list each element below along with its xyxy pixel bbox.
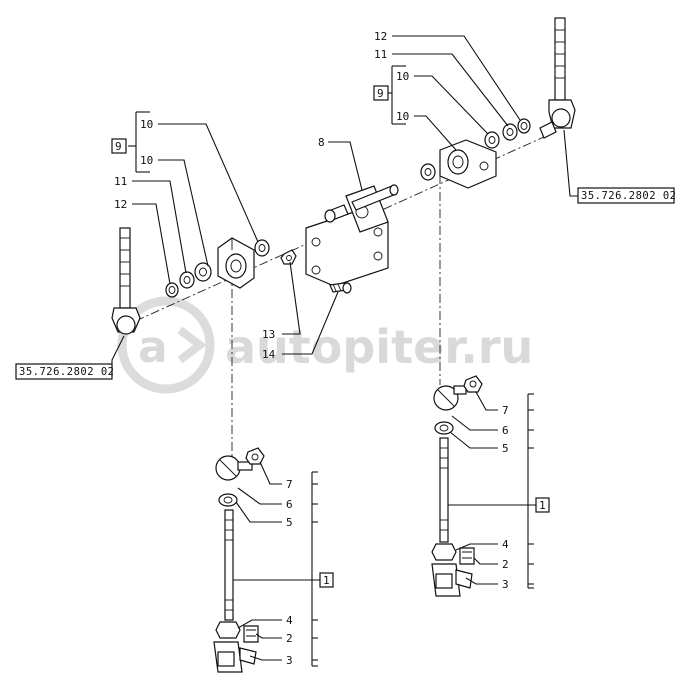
callout-lower-right-2: 2 <box>502 558 509 571</box>
left-bushing-10a <box>194 262 212 282</box>
callout-lower-right-6: 6 <box>502 424 509 437</box>
callout-lower-right-1: 1 <box>539 499 546 512</box>
callout-upper-left-10a: 10 <box>140 118 153 131</box>
callout-lower-right-3: 3 <box>502 578 509 591</box>
callout-lower-left-3: 3 <box>286 654 293 667</box>
callout-lower-left-2: 2 <box>286 632 293 645</box>
right-nut-4 <box>431 543 457 561</box>
right-clevis-3 <box>431 563 473 597</box>
callout-upper-left-9: 9 <box>115 140 122 153</box>
left-clevis-3 <box>213 641 257 673</box>
callout-upper-left-10b: 10 <box>140 154 153 167</box>
right-clip-2 <box>459 547 475 565</box>
left-nut-4 <box>215 621 241 639</box>
left-nut-7 <box>245 447 265 465</box>
right-bushing-10b <box>484 131 500 149</box>
callout-lower-left-7: 7 <box>286 478 293 491</box>
left-washer-6 <box>218 493 238 507</box>
center-screw-14 <box>329 282 352 294</box>
callout-center-8: 8 <box>318 136 325 149</box>
callout-lower-left-1: 1 <box>323 574 330 587</box>
callout-center-13: 13 <box>262 328 275 341</box>
callout-lower-right-7: 7 <box>502 404 509 417</box>
right-ball-joint <box>433 385 467 411</box>
left-ball-joint <box>215 455 253 481</box>
right-clevis-block <box>439 139 497 189</box>
watermark-text: autopiter.ru <box>225 320 533 374</box>
reference-right: 35.726.2802 02 <box>581 190 677 202</box>
leader-lines <box>111 35 578 667</box>
right-washer-6 <box>434 421 454 435</box>
right-circlip-12 <box>517 118 531 134</box>
right-bushing-10a <box>420 163 436 181</box>
watermark: a autopiter.ru <box>117 296 533 394</box>
callout-upper-right-11: 11 <box>374 48 387 61</box>
callout-lower-left-5: 5 <box>286 516 293 529</box>
callout-lower-left-4: 4 <box>286 614 293 627</box>
left-clevis-block <box>217 237 255 289</box>
callout-upper-right-12: 12 <box>374 30 387 43</box>
svg-text:a: a <box>138 322 168 373</box>
right-rod-end <box>539 17 576 139</box>
callout-upper-right-10b: 10 <box>396 110 409 123</box>
reference-left: 35.726.2802 02 <box>19 366 115 378</box>
callout-lower-left-6: 6 <box>286 498 293 511</box>
callout-lower-right-5: 5 <box>502 442 509 455</box>
callout-upper-right-9: 9 <box>377 87 384 100</box>
watermark-logo: a <box>117 296 215 394</box>
left-circlip-12 <box>165 282 179 298</box>
callout-labels: 9 10 10 11 12 8 13 14 9 12 11 10 10 35.7… <box>15 30 677 667</box>
center-lines <box>119 131 556 458</box>
left-bushing-10b <box>254 239 270 257</box>
right-washer-11 <box>502 123 518 141</box>
left-rod <box>224 509 234 621</box>
callout-upper-right-10a: 10 <box>396 70 409 83</box>
right-rod <box>439 437 449 543</box>
left-rod-end <box>111 227 141 335</box>
center-nut-13 <box>280 249 297 265</box>
left-washer-11 <box>179 271 195 289</box>
right-nut-7 <box>463 375 483 393</box>
callout-lower-right-4: 4 <box>502 538 509 551</box>
center-bracket <box>305 184 399 287</box>
callout-center-14: 14 <box>262 348 276 361</box>
left-clip-2 <box>243 625 259 643</box>
callout-upper-left-11: 11 <box>114 175 127 188</box>
callout-upper-left-12: 12 <box>114 198 127 211</box>
